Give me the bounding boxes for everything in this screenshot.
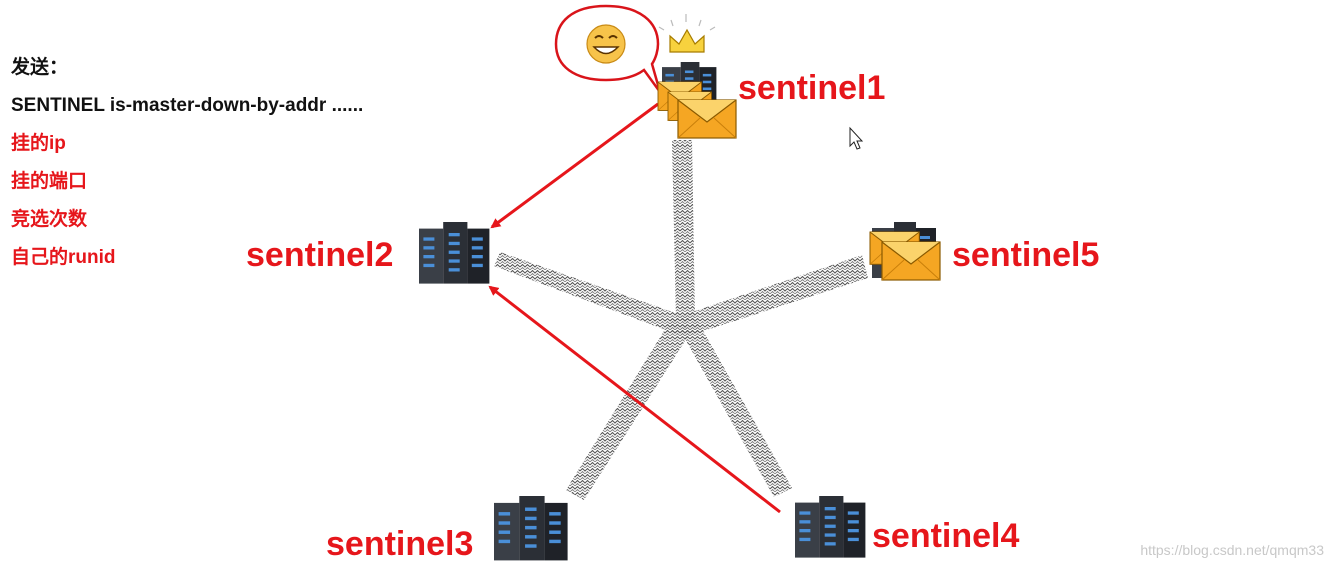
- note-port: 挂的端口: [11, 171, 88, 192]
- envelope-icon: [677, 99, 737, 139]
- arrow-sentinel4-to-sentinel2: [488, 285, 781, 514]
- arrow-sentinel1-to-sentinel2: [490, 102, 659, 229]
- server-icon: [795, 496, 866, 558]
- note-runid: 自己的runid: [11, 247, 116, 268]
- note-ip: 挂的ip: [11, 133, 66, 154]
- band-sentinel2-center: [494, 252, 690, 336]
- envelope-icon: [881, 241, 941, 281]
- band-sentinel3-center: [566, 318, 692, 500]
- label-sentinel3: sentinel3: [326, 525, 474, 563]
- band-sentinel5-center: [680, 255, 868, 336]
- connection-bands: [494, 140, 868, 500]
- message-notes: 发送： SENTINEL is-master-down-by-addr ....…: [11, 58, 363, 286]
- label-sentinel5: sentinel5: [952, 236, 1100, 274]
- note-send-title: 发送：: [11, 57, 69, 78]
- label-sentinel4: sentinel4: [872, 517, 1020, 555]
- note-election-count: 竞选次数: [11, 209, 88, 230]
- crown-icon: [658, 14, 716, 53]
- mouse-cursor-icon: [849, 126, 864, 150]
- speech-bubble: [554, 4, 662, 93]
- band-sentinel4-center: [680, 320, 792, 497]
- smile-emoji-icon: [586, 24, 626, 64]
- band-sentinel1-center: [672, 140, 695, 320]
- server-icon: [419, 222, 490, 284]
- label-sentinel1: sentinel1: [738, 69, 886, 107]
- server-icon: [494, 496, 568, 561]
- note-command: SENTINEL is-master-down-by-addr ......: [11, 95, 364, 116]
- label-sentinel2: sentinel2: [246, 236, 394, 274]
- watermark: https://blog.csdn.net/qmqm33: [1140, 542, 1324, 558]
